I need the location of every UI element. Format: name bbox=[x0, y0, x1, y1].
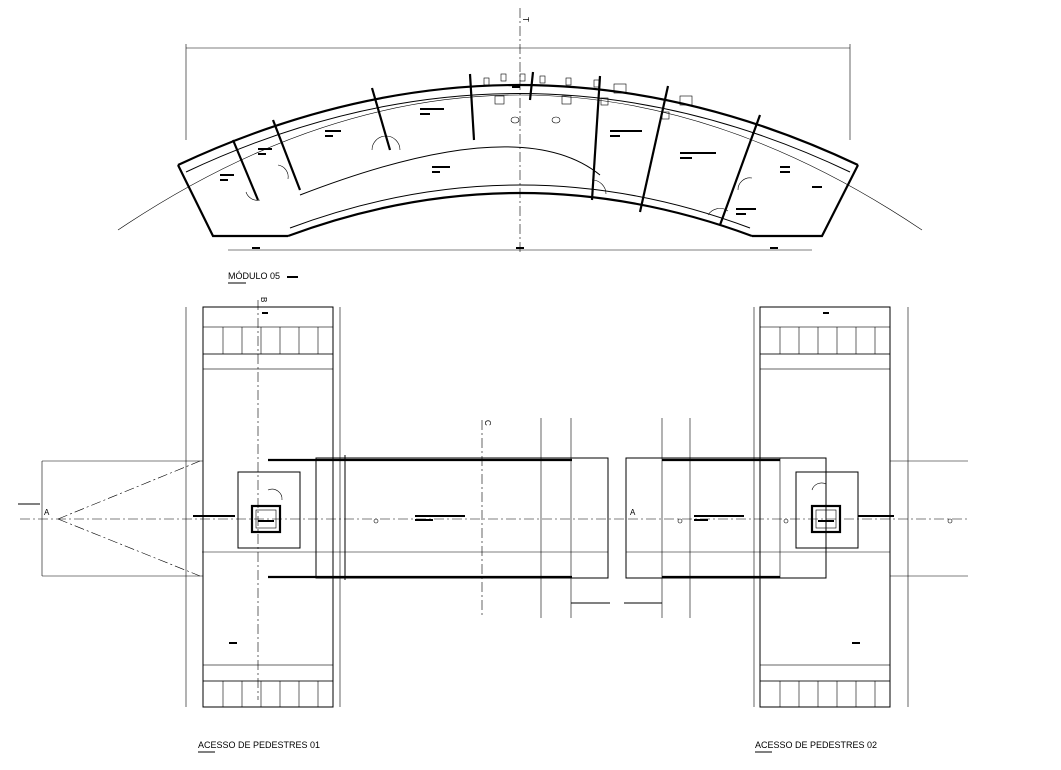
door-swing bbox=[737, 177, 753, 191]
access-01-plan: A B C ACESSO DE PEDESTRES 01 bbox=[18, 297, 625, 753]
site-arc bbox=[117, 94, 923, 231]
door-swing bbox=[245, 191, 261, 201]
parking-row-top bbox=[759, 326, 891, 355]
access-02-plan: A ACESSO DE PEDESTRES 02 bbox=[624, 306, 968, 753]
partition-wall bbox=[468, 73, 476, 141]
partition-wall bbox=[638, 85, 670, 213]
section-label-b: B bbox=[259, 297, 268, 302]
sight-line bbox=[57, 460, 201, 520]
restroom-fixtures bbox=[483, 73, 693, 124]
door-swing bbox=[267, 488, 283, 501]
parking-stalls bbox=[222, 327, 319, 707]
guard-booth bbox=[250, 504, 282, 534]
parking-row-bottom bbox=[759, 680, 891, 708]
outer-wall-inner-face bbox=[185, 93, 851, 173]
module-title: MÓDULO 05 bbox=[228, 271, 280, 281]
door-swing bbox=[277, 164, 289, 180]
sidewalk-top bbox=[202, 353, 334, 370]
door-swing bbox=[591, 179, 607, 195]
canopy-structure bbox=[315, 457, 609, 579]
door-swing bbox=[707, 208, 729, 216]
sidewalk-bottom bbox=[202, 664, 334, 682]
partition-wall bbox=[718, 114, 762, 226]
access-01-title: ACESSO DE PEDESTRES 01 bbox=[198, 740, 320, 750]
section-label-a: A bbox=[44, 508, 50, 517]
section-label-a: A bbox=[630, 508, 636, 517]
parking-row-top bbox=[202, 326, 334, 355]
gatehouse bbox=[237, 471, 301, 549]
partition-wall bbox=[590, 75, 602, 201]
left-end-wall bbox=[177, 164, 288, 238]
sidewalk-bottom bbox=[759, 664, 891, 682]
right-end-wall bbox=[752, 164, 859, 238]
partition-wall bbox=[370, 87, 392, 151]
module-05-plan: T MÓDULO 05 bbox=[117, 8, 923, 284]
sidewalk-top bbox=[759, 353, 891, 370]
guard-booth-inner bbox=[255, 509, 277, 529]
section-label-c: C bbox=[483, 420, 492, 426]
parking-stalls bbox=[779, 327, 876, 707]
axis-label-t: T bbox=[521, 17, 530, 22]
door-swing bbox=[371, 135, 401, 151]
room-tags bbox=[220, 86, 822, 215]
partition-wall bbox=[528, 71, 535, 101]
partition-wall bbox=[271, 119, 302, 191]
gatehouse bbox=[795, 471, 859, 549]
partition-wall bbox=[231, 139, 260, 201]
access-02-title: ACESSO DE PEDESTRES 02 bbox=[755, 740, 877, 750]
corridor-wall bbox=[299, 146, 601, 196]
parking-row-bottom bbox=[202, 680, 334, 708]
door-swing bbox=[811, 482, 827, 491]
sight-line bbox=[57, 518, 201, 577]
